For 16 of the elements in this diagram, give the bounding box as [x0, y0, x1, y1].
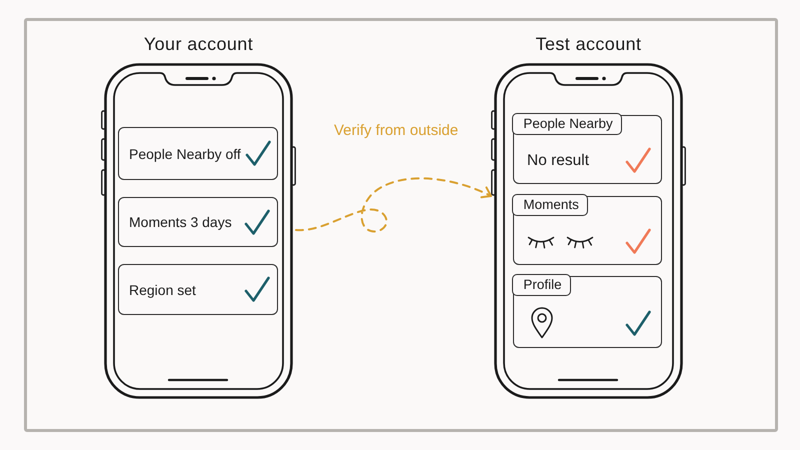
section-tab: Moments [512, 194, 588, 216]
section-tab: Profile [512, 274, 571, 296]
result-text: No result [527, 150, 590, 170]
setting-card [118, 197, 278, 247]
setting-text: Region set [129, 280, 196, 298]
setting-card [118, 264, 278, 315]
result-card [513, 276, 662, 348]
phone-title: Your account [142, 33, 254, 56]
arrow [295, 177, 492, 232]
result-card [513, 196, 662, 265]
setting-text: People Nearby off [129, 144, 241, 162]
setting-text: Moments 3 days [129, 213, 232, 231]
phone-title: Test account [534, 33, 642, 56]
section-tab: People Nearby [512, 113, 622, 135]
setting-card [118, 127, 278, 180]
result-card [513, 115, 662, 184]
